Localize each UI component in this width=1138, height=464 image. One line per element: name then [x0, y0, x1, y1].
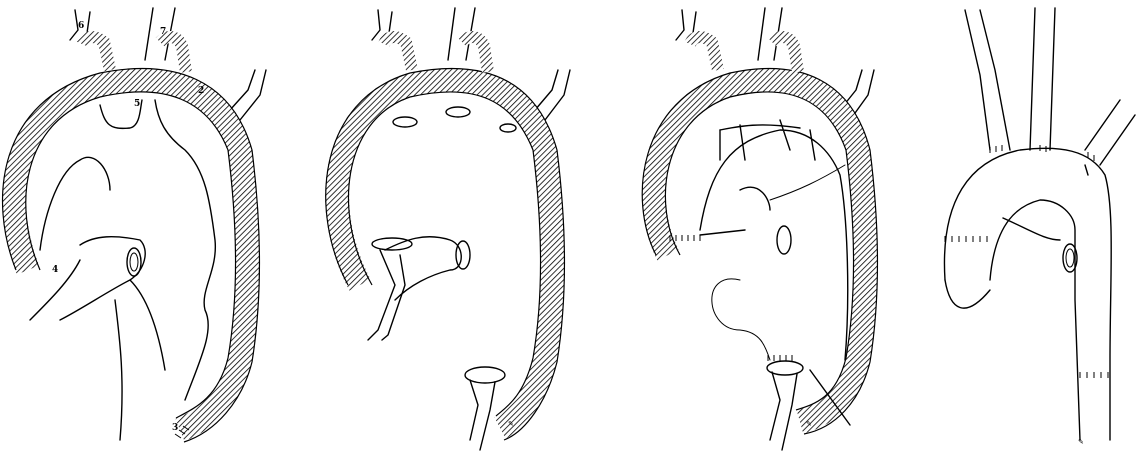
panel-1-graft-arch [14, 80, 247, 430]
panel-2-aortic-orifice [456, 241, 470, 269]
svg-text:✎: ✎ [508, 420, 514, 428]
panel-2-clamp-lower [470, 380, 495, 450]
panel-3-bypass-tube [770, 165, 845, 200]
panel-4-suture-line-descending [1080, 372, 1108, 378]
panel-3-suture-line-proximal [670, 235, 700, 241]
panel-2-distal-anastomosis [465, 367, 505, 383]
panel-2-perfusion-cuff-2 [446, 107, 470, 117]
panel-4-completed-repair: ✎ [944, 8, 1135, 446]
panel-3-stage-three: ✎ [642, 8, 877, 450]
panel-2-proximal-anastomosis [372, 238, 412, 250]
panel-1-stage-one: 6 7 5 2 4 3 [3, 8, 266, 442]
panel-2-stage-two: ✎ [326, 8, 570, 450]
panel-4-suture-line-ascending [945, 236, 987, 242]
panel-1-branch-graft-7 [160, 37, 186, 72]
panel-3-suture-line-distal [768, 355, 792, 361]
label-6: 6 [78, 21, 84, 31]
panel-4-aortic-arch [944, 148, 1111, 440]
panel-2-perfusion-cuff-3 [500, 124, 516, 132]
label-2: 2 [198, 86, 204, 96]
panel-1-native-arch [100, 100, 215, 400]
svg-text:✎: ✎ [806, 420, 812, 428]
panel-2-graft-arch [337, 80, 552, 428]
label-3: 3 [172, 423, 178, 433]
svg-text:✎: ✎ [1078, 438, 1084, 446]
label-5: 5 [134, 99, 140, 109]
panel-3-vessel-loop [712, 279, 770, 360]
label-4: 4 [52, 265, 58, 275]
panel-1-aortic-orifice [127, 248, 141, 276]
panel-2-perfusion-cuff-1 [393, 117, 417, 127]
panel-3-graft-arch [654, 80, 866, 422]
panel-3-aortic-orifice [777, 226, 791, 254]
label-7: 7 [160, 27, 166, 37]
panel-1-ascending-aorta [30, 237, 145, 320]
panel-1-branch-graft-6 [82, 37, 110, 70]
